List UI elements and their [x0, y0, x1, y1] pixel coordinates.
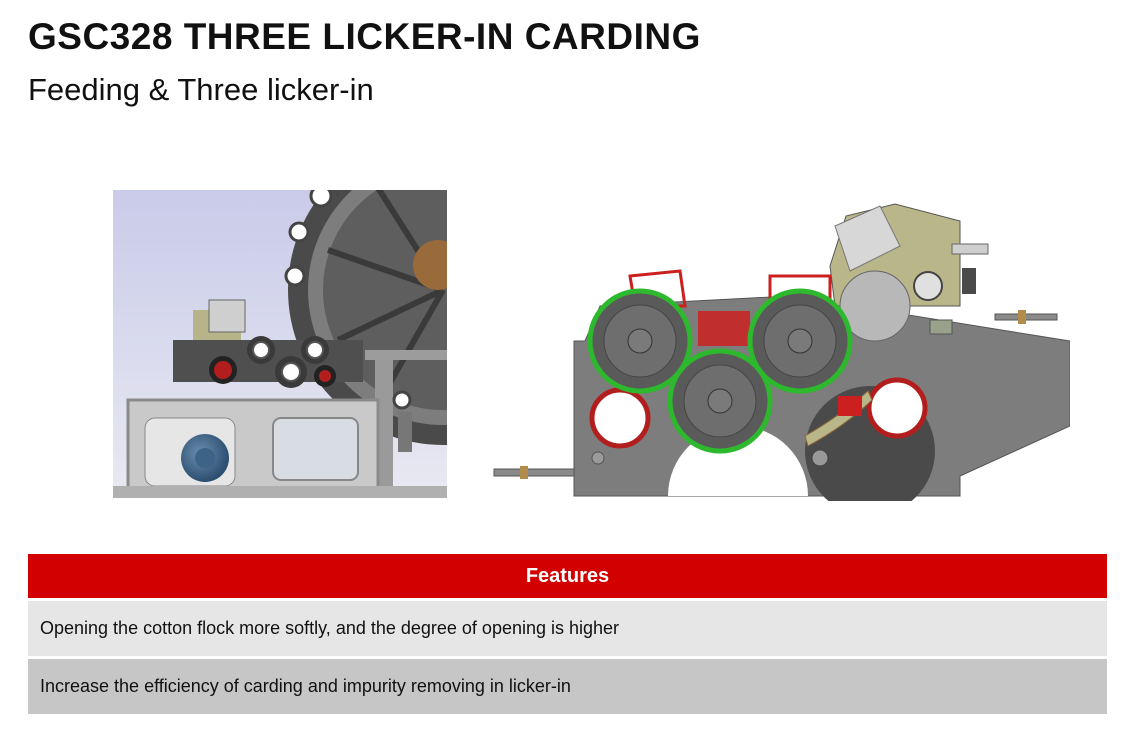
feeding-unit-image — [113, 190, 447, 498]
page-subtitle: Feeding & Three licker-in — [28, 72, 374, 107]
features-table: Features Opening the cotton flock more s… — [28, 554, 1107, 714]
feature-row-2: Increase the efficiency of carding and i… — [28, 659, 1107, 714]
feature-row-1: Opening the cotton flock more softly, an… — [28, 601, 1107, 656]
three-licker-in-cad-drawing-icon — [493, 203, 1071, 516]
feeding-unit-cad-render-icon — [113, 190, 447, 498]
features-header: Features — [28, 554, 1107, 598]
three-licker-in-image — [490, 196, 1071, 516]
page-title: GSC328 THREE LICKER-IN CARDING — [28, 16, 701, 57]
